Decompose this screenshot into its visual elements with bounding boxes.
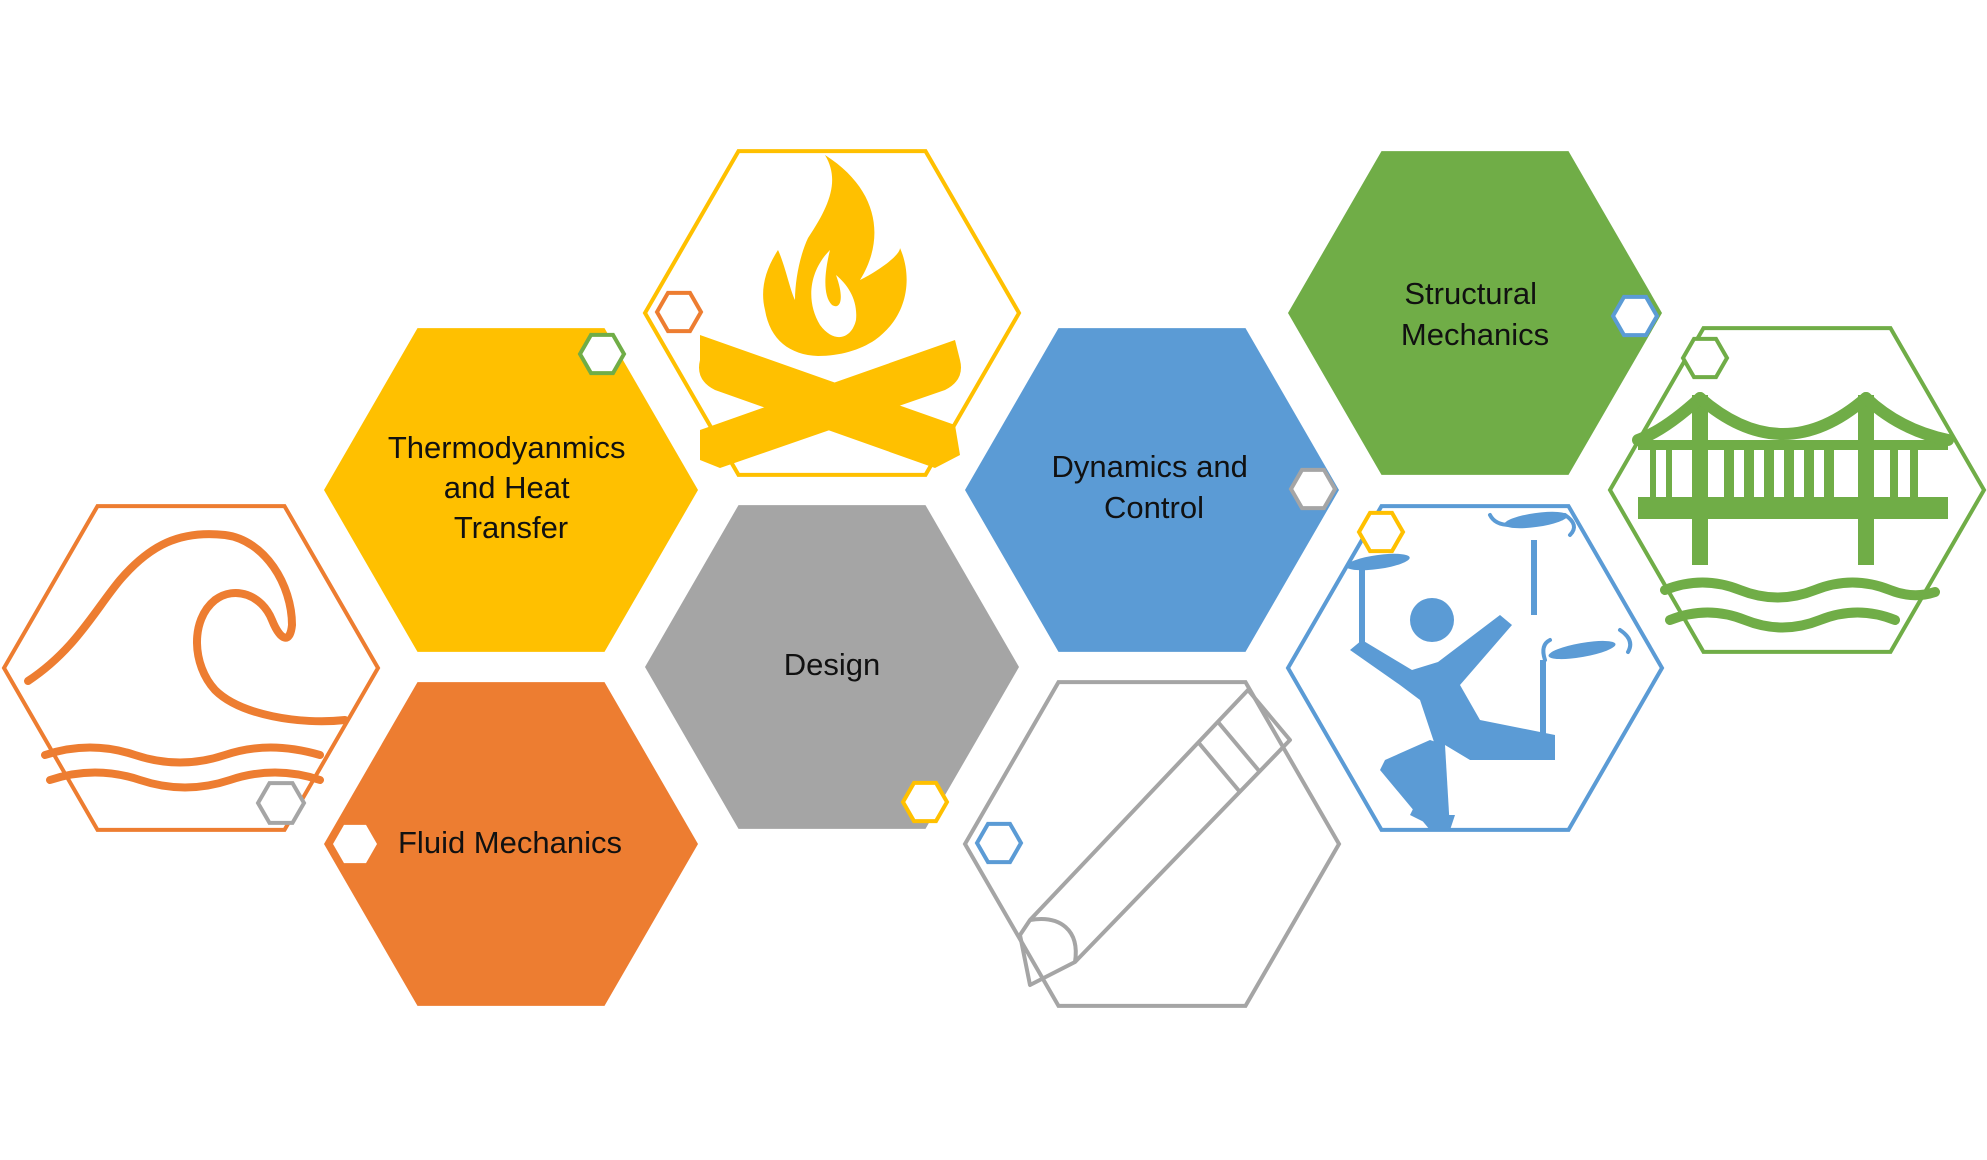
design-label: Design xyxy=(784,647,881,682)
spin-marks xyxy=(1488,513,1633,662)
thermo-hexagon[interactable]: Thermodyanmics and Heat Transfer xyxy=(324,328,698,652)
design-hexagon[interactable]: Design xyxy=(645,505,1019,829)
wave-hexagon xyxy=(1,504,381,832)
fire-hexagon xyxy=(642,149,1022,477)
pencil-icon xyxy=(1018,688,1292,987)
fluid-label: Fluid Mechanics xyxy=(398,825,622,860)
structural-label: Structural Mechanics xyxy=(1401,276,1549,352)
bridge-icon xyxy=(1632,392,1954,633)
wave-icon xyxy=(24,530,349,792)
plate-spinner-icon xyxy=(1346,511,1616,830)
thermo-label: Thermodyanmics and Heat Transfer xyxy=(388,430,634,545)
dynamics-label: Dynamics and Control xyxy=(1051,449,1256,525)
fluid-hexagon[interactable]: Fluid Mechanics xyxy=(324,682,698,1006)
dynamics-hexagon[interactable]: Dynamics and Control xyxy=(965,328,1339,652)
structural-hexagon[interactable]: Structural Mechanics xyxy=(1288,151,1662,475)
juggler-hexagon xyxy=(1285,504,1665,832)
pencil-hexagon xyxy=(962,680,1342,1008)
campfire-icon xyxy=(699,155,961,468)
bridge-hexagon xyxy=(1607,326,1987,654)
